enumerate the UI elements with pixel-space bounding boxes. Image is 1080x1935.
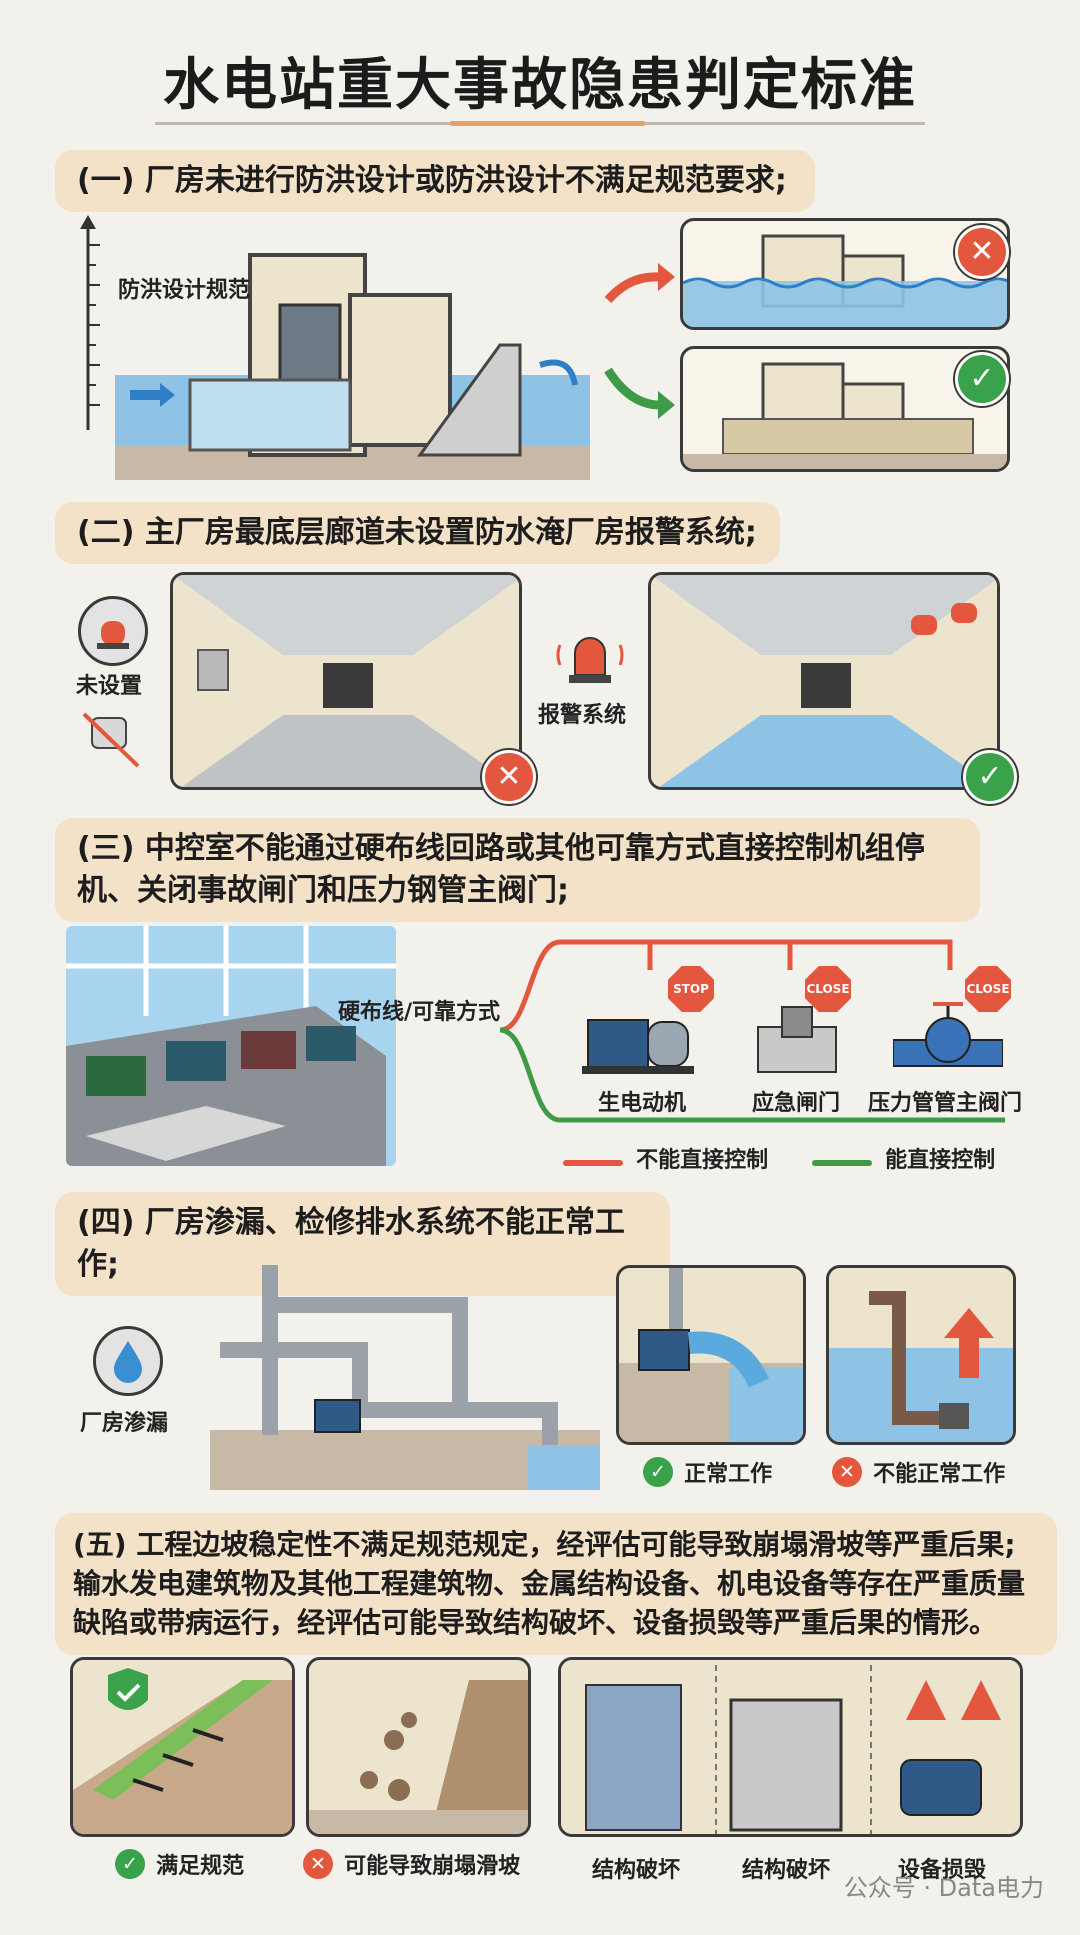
status-normal: ✓ 正常工作	[643, 1456, 772, 1488]
water-drop-icon	[93, 1326, 163, 1396]
gate-close-sign-icon: CLOSE	[805, 966, 851, 1012]
alarm-ok-check-icon: ✓	[963, 750, 1017, 804]
pump-normal-panel	[616, 1265, 806, 1445]
control-room-illustration	[66, 926, 396, 1166]
abnormal-x-icon: ✕	[832, 1457, 862, 1487]
valve-close-sign-icon: CLOSE	[965, 966, 1011, 1012]
control-lines	[500, 939, 1005, 1123]
alarm-off-icon	[78, 596, 148, 666]
pump-failed-panel	[826, 1265, 1016, 1445]
section-2-heading: (二) 主厂房最底层廊道未设置防水淹厂房报警系统;	[55, 502, 780, 564]
structure-damage-label-1: 结构破坏	[592, 1858, 681, 1883]
generator-label: 生电动机	[598, 1091, 687, 1116]
corridor-with-alarm-panel	[648, 572, 1000, 790]
structure-equipment-panel	[558, 1657, 1023, 1837]
normal-label: 正常工作	[684, 1462, 773, 1487]
fail-x-icon: ✕	[955, 225, 1009, 279]
penstock-valve-icon	[893, 1002, 1003, 1067]
meets-label: 满足规范	[156, 1854, 245, 1879]
emergency-gate-icon	[757, 1006, 837, 1073]
legend-cannot-swatch	[563, 1159, 623, 1166]
stop-sign-icon: STOP	[668, 966, 714, 1012]
leak-label: 厂房渗漏	[80, 1411, 169, 1436]
slope-stable-panel	[70, 1657, 295, 1837]
may-collapse-status: ✕ 可能导致崩塌滑坡	[303, 1848, 520, 1880]
corridor-no-alarm-panel	[170, 572, 522, 790]
status-abnormal: ✕ 不能正常工作	[832, 1456, 1005, 1488]
structure-damage-label-2: 结构破坏	[742, 1858, 831, 1883]
section-3-heading: (三) 中控室不能通过硬布线回路或其他可靠方式直接控制机组停机、关闭事故闸门和压…	[55, 818, 980, 922]
flooded-outcome-panel	[680, 218, 1010, 330]
legend-can-label: 能直接控制	[885, 1148, 996, 1173]
legend-can: 能直接控制	[812, 1142, 995, 1174]
no-sound-icon	[82, 712, 140, 768]
powerhouse-flood-illustration	[80, 215, 590, 480]
watermark: 公众号 · Data电力	[843, 1874, 1044, 1902]
collapse-x-icon: ✕	[303, 1849, 333, 1879]
alarm-system-label: 报警系统	[538, 703, 627, 728]
section-5-heading: (五) 工程边坡稳定性不满足规范规定，经评估可能导致崩塌滑坡等严重后果;输水发电…	[55, 1513, 1057, 1655]
protected-outcome-panel	[680, 346, 1010, 472]
page-title: 水电站重大事故隐患判定标准	[163, 53, 917, 118]
penstock-valve-label: 压力管管主阀门	[868, 1091, 1023, 1116]
abnormal-label: 不能正常工作	[873, 1462, 1006, 1487]
equipment-damage-label: 设备损毁	[898, 1858, 987, 1883]
section-4-heading: (四) 厂房渗漏、检修排水系统不能正常工作;	[55, 1192, 670, 1296]
may-collapse-label: 可能导致崩塌滑坡	[344, 1854, 521, 1879]
legend-cannot-label: 不能直接控制	[636, 1148, 769, 1173]
meets-check-icon: ✓	[115, 1849, 145, 1879]
normal-check-icon: ✓	[643, 1457, 673, 1487]
generator-icon	[582, 1019, 694, 1074]
siren-icon	[556, 637, 624, 683]
legend-cannot: 不能直接控制	[563, 1142, 768, 1174]
not-set-label: 未设置	[76, 674, 143, 699]
emergency-gate-label: 应急闸门	[752, 1091, 841, 1116]
meets-standard-status: ✓ 满足规范	[115, 1848, 244, 1880]
pass-check-icon: ✓	[955, 352, 1009, 406]
slope-collapse-panel	[306, 1657, 531, 1837]
hardwire-label: 硬布线/可靠方式	[338, 1000, 501, 1025]
title-accent	[450, 121, 645, 126]
no-alarm-x-icon: ✕	[482, 750, 536, 804]
result-arrows	[604, 263, 675, 419]
drainage-pipes-illustration	[210, 1265, 600, 1490]
flood-standard-label: 防洪设计规范	[118, 278, 251, 303]
section-1-heading: (一) 厂房未进行防洪设计或防洪设计不满足规范要求;	[55, 150, 815, 212]
legend-can-swatch	[812, 1159, 872, 1166]
